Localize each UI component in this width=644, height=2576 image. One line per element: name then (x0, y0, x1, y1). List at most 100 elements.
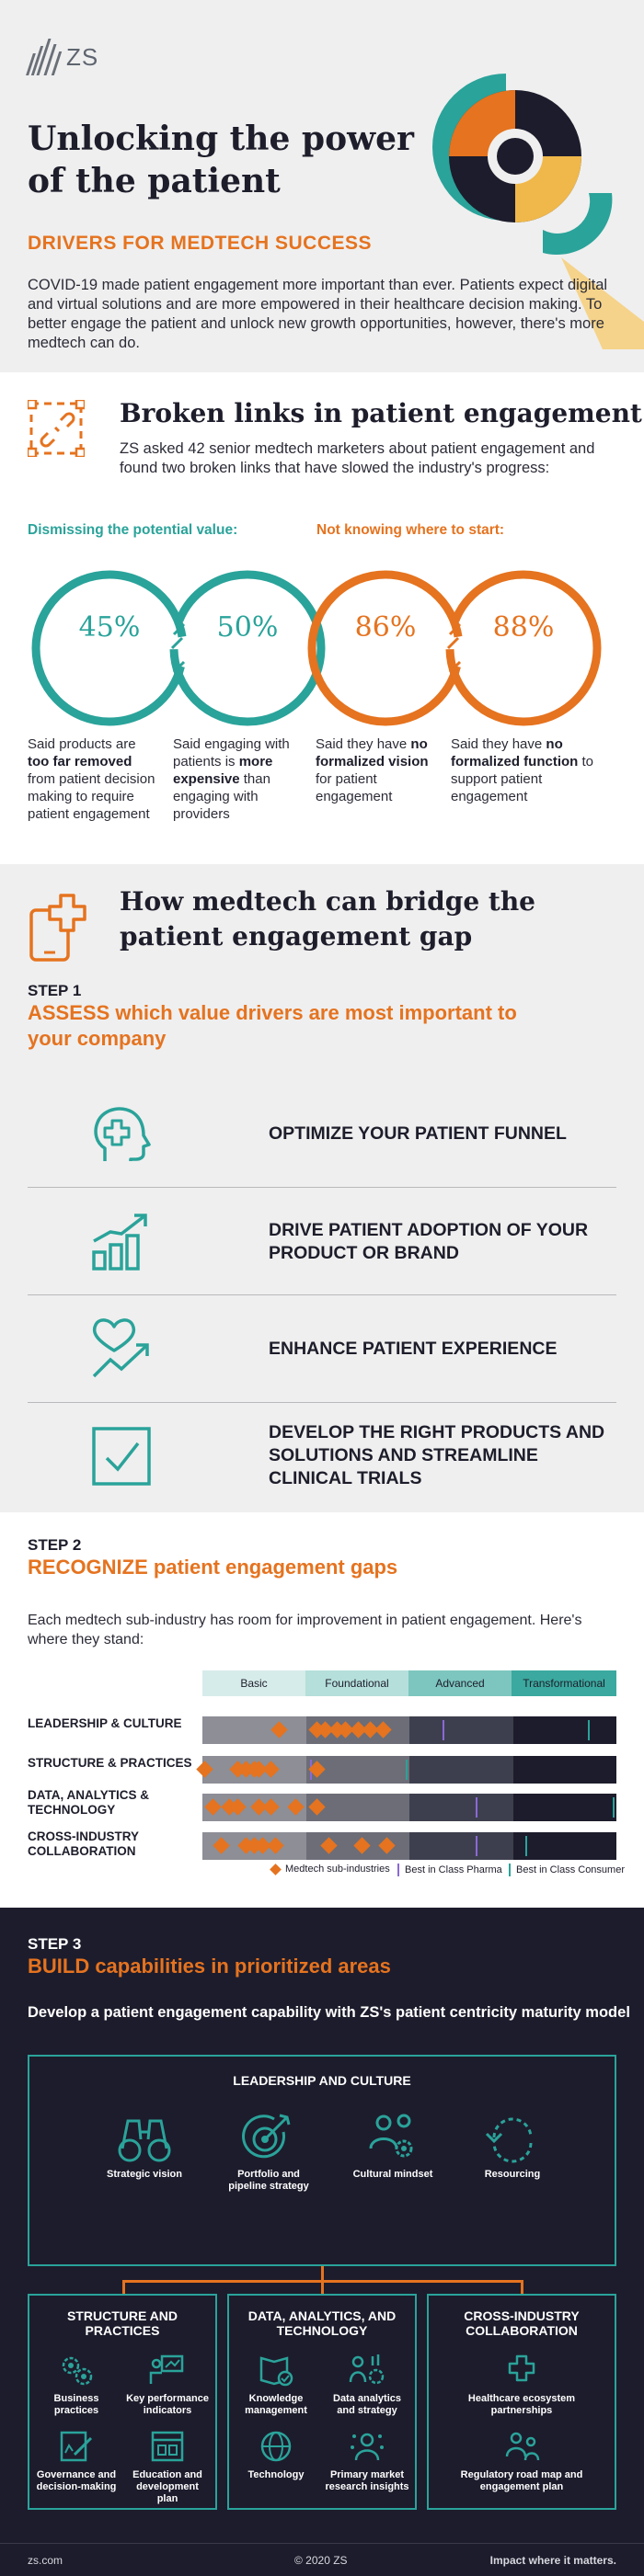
connector-vertical (321, 2266, 324, 2281)
cap-technology: Technology (235, 2429, 317, 2481)
mobile-health-icon (29, 894, 86, 962)
stat-text-4: Said they have no formalized function to… (451, 736, 594, 804)
bar-segment (512, 1794, 616, 1821)
build-text: Develop a patient engagement capability … (28, 2004, 630, 2021)
stat-text-2: Said engaging with patients is more expe… (173, 736, 290, 822)
growth-chart-icon (92, 1214, 147, 1271)
head-plus-icon (94, 1107, 151, 1161)
stat-value-1: 45% (78, 611, 141, 644)
stat-value-2: 50% (216, 611, 279, 644)
driver-row-2: DRIVE PATIENT ADOPTION OF YOUR PRODUCT O… (28, 1188, 616, 1295)
cap-governance: Governance and decision-making (35, 2429, 118, 2493)
pharma-legend-icon (397, 1864, 399, 1876)
target-icon (242, 2114, 291, 2159)
cap-portfolio: Portfolio and pipeline strategy (218, 2112, 319, 2193)
cap-strategic-vision: Strategic vision (94, 2112, 195, 2181)
stat-text-3: Said they have no formalized vision for … (316, 736, 429, 804)
bar-segment (202, 1716, 306, 1744)
cap-label: Data analytics and strategy (333, 2393, 401, 2416)
driver-label-2: DRIVE PATIENT ADOPTION OF YOUR PRODUCT O… (269, 1220, 589, 1263)
cap-label: Governance and decision-making (36, 2469, 117, 2492)
stage-basic: Basic (202, 1670, 305, 1696)
cap-regulatory: Regulatory road map and engagement plan (447, 2429, 596, 2493)
driver-row-4: DEVELOP THE RIGHT PRODUCTS AND SOLUTIONS… (28, 1403, 616, 1510)
bar-segment (409, 1716, 513, 1744)
cap-label: Business practices (53, 2393, 99, 2416)
footer-copyright: © 2020 ZS (294, 2554, 348, 2567)
cap-label: Strategic vision (107, 2169, 182, 2180)
step1-label: STEP 1 (28, 982, 82, 999)
footer-link[interactable]: zs.com (28, 2554, 63, 2567)
bridge-title: How medtech can bridge the patient engag… (120, 886, 535, 952)
zs-logo[interactable]: ZS (26, 39, 98, 75)
collaboration-box: CROSS-INDUSTRY COLLABORATION Healthcare … (427, 2294, 616, 2510)
structure-box: STRUCTURE AND PRACTICES Business practic… (28, 2294, 217, 2510)
step1-heading: ASSESS which value drivers are most impo… (28, 1001, 517, 1050)
stat-value-3: 86% (354, 611, 417, 644)
data-box: DATA, ANALYTICS, AND TECHNOLOGY Knowledg… (227, 2294, 417, 2510)
pharma-marker (476, 1797, 477, 1818)
ring-2 (169, 570, 326, 726)
cap-label: Regulatory road map and engagement plan (460, 2469, 583, 2492)
book-check-icon (259, 2356, 293, 2387)
data-box-title: DATA, ANALYTICS, AND TECHNOLOGY (247, 2308, 397, 2338)
bar-segment (512, 1716, 616, 1744)
stat-text-1: Said products are too far removed from p… (28, 736, 155, 822)
drivers-subtitle: DRIVERS FOR MEDTECH SUCCESS (28, 233, 373, 254)
gear-group-icon (62, 2356, 93, 2386)
diamond-legend-icon (270, 1863, 282, 1875)
broken-links-text: ZS asked 42 senior medtech marketers abo… (120, 440, 595, 476)
zs-logo-icon (26, 39, 63, 75)
cap-market-research: Primary market research insights (325, 2429, 409, 2493)
cap-label: Key performance indicators (126, 2393, 209, 2416)
cap-data-analytics: Data analytics and strategy (325, 2353, 409, 2417)
cap-education: Education and development plan (125, 2429, 210, 2505)
consumer-marker (405, 1760, 408, 1780)
footer-tagline: Impact where it matters. (489, 2554, 616, 2567)
bar-segment (512, 1756, 616, 1784)
bar-segment (409, 1832, 513, 1860)
maturity-bar (202, 1794, 616, 1821)
broken-links-section: Broken links in patient engagement ZS as… (0, 372, 644, 864)
legend-consumer: Best in Class Consumer (509, 1864, 625, 1876)
stage-foundational: Foundational (305, 1670, 408, 1696)
driver-row-3: ENHANCE PATIENT EXPERIENCE (28, 1295, 616, 1403)
legend-consumer-label: Best in Class Consumer (516, 1864, 625, 1875)
recognize-section: STEP 2 RECOGNIZE patient engagement gaps… (0, 1512, 644, 1908)
legend-pharma-label: Best in Class Pharma (405, 1864, 502, 1875)
leadership-box-title: LEADERSHIP AND CULTURE (233, 2073, 411, 2088)
cap-label: Knowledge management (245, 2393, 307, 2416)
step2-heading: RECOGNIZE patient engagement gaps (28, 1556, 398, 1579)
structure-box-title: STRUCTURE AND PRACTICES (66, 2308, 178, 2338)
step2-label: STEP 2 (28, 1536, 82, 1554)
cap-resourcing: Resourcing (462, 2112, 563, 2181)
group-label-not-knowing: Not knowing where to start: (316, 522, 505, 538)
connector-right (521, 2280, 523, 2295)
legend-subindustry-label: Medtech sub-industries (285, 1864, 390, 1875)
cap-label: Education and development plan (132, 2469, 202, 2504)
research-icon (351, 2433, 384, 2461)
bar-segment (512, 1832, 616, 1860)
cap-cultural-mindset: Cultural mindset (342, 2112, 443, 2181)
row-label-data: DATA, ANALYTICS & TECHNOLOGY (28, 1788, 150, 1817)
maturity-bar (202, 1832, 616, 1860)
bar-segment (409, 1756, 513, 1784)
cap-label: Resourcing (484, 2169, 541, 2180)
stage-advanced: Advanced (408, 1670, 512, 1696)
maturity-bar (196, 1756, 616, 1784)
connector-left (122, 2280, 125, 2295)
step3-label: STEP 3 (28, 1935, 82, 1953)
ring-4 (445, 570, 602, 726)
header-section: ZS Unlocking the power of the patient DR… (0, 0, 644, 372)
pen-doc-icon (60, 2431, 93, 2462)
cap-label: Technology (247, 2469, 305, 2480)
health-hand-icon (508, 2354, 535, 2382)
page-title: Unlocking the power of the patient (28, 120, 414, 200)
row-label-collaboration: CROSS-INDUSTRY COLLABORATION (28, 1829, 139, 1858)
recognize-text: Each medtech sub-industry has room for i… (28, 1613, 582, 1647)
row-label-structure: STRUCTURE & PRACTICES (28, 1756, 192, 1770)
bridge-section: How medtech can bridge the patient engag… (0, 864, 644, 1512)
cap-label: Primary market research insights (325, 2469, 409, 2492)
legend-subindustry: Medtech sub-industries (270, 1863, 390, 1875)
heart-trend-icon (92, 1318, 149, 1378)
